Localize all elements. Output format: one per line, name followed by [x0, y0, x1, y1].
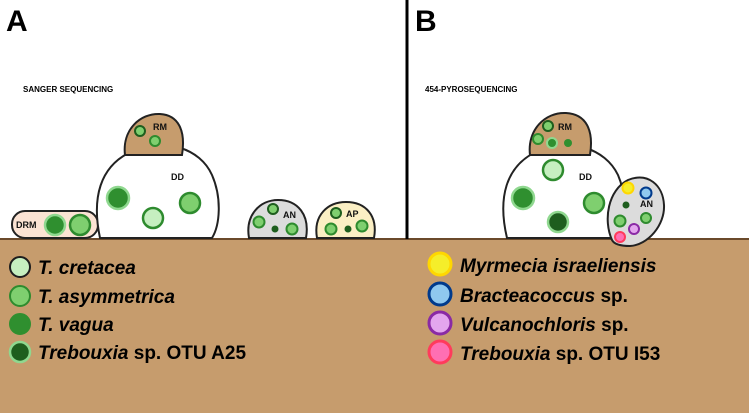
- cell-t-asymmetrica: [355, 219, 369, 233]
- rm-lichen-a: RM: [123, 112, 184, 156]
- rm-lichen-b: RM: [528, 111, 592, 156]
- svg-text:T. asymmetrica: T. asymmetrica: [38, 287, 175, 308]
- rm-label-a: RM: [153, 122, 167, 132]
- cell-trebouxia-a25: [330, 207, 342, 219]
- soil-ground: [0, 239, 749, 413]
- cell-t-asymmetrica: [640, 212, 652, 224]
- legend-swatch-myrmecia: [427, 251, 453, 277]
- legend-item: T. asymmetrica: [9, 285, 175, 308]
- legend-item: Vulcanochloris sp.: [427, 310, 629, 336]
- svg-text:T. cretacea: T. cretacea: [38, 258, 136, 279]
- cell-t-asymmetrica: [149, 135, 161, 147]
- an-label-a: AN: [283, 210, 296, 220]
- an-lichen-a: AN: [247, 198, 308, 239]
- svg-text:Trebouxia sp. OTU I53: Trebouxia sp. OTU I53: [460, 344, 660, 365]
- cell-t-asymmetrica: [324, 222, 338, 236]
- cell-t-asymmetrica: [542, 120, 554, 132]
- panel-b-letter: B: [415, 5, 437, 38]
- cell-t-vagua: [564, 139, 572, 147]
- ap-lichen-a: AP: [315, 200, 376, 239]
- svg-text:Bracteacoccus sp.: Bracteacoccus sp.: [460, 286, 628, 307]
- legend-left: T. cretacea T. asymmetrica T. vagua Treb…: [8, 256, 246, 364]
- cell-trebouxia-a25: [271, 225, 279, 233]
- dd-lichen-b: DD: [502, 144, 625, 239]
- legend-label: Trebouxia: [38, 343, 129, 364]
- panel-a-method: SANGER SEQUENCING: [23, 85, 113, 94]
- legend-swatch-trebouxia-i53: [427, 339, 453, 365]
- cell-t-vagua: [105, 185, 131, 211]
- an-label-b: AN: [640, 199, 653, 209]
- dd-label-b: DD: [579, 172, 592, 182]
- legend-item: T. vagua: [9, 313, 114, 336]
- legend-swatch-t-cretacea: [9, 256, 31, 278]
- legend-swatch-t-vagua: [9, 313, 31, 335]
- legend-label: T. asymmetrica: [38, 287, 175, 308]
- an-lichen-b: AN: [606, 176, 666, 248]
- legend-swatch-vulcanochloris: [427, 310, 453, 336]
- svg-text:Vulcanochloris sp.: Vulcanochloris sp.: [460, 315, 629, 336]
- legend-label: T. cretacea: [38, 258, 136, 279]
- legend-label: Myrmecia israeliensis: [460, 256, 656, 277]
- cell-t-asymmetrica: [532, 133, 544, 145]
- legend-label: Vulcanochloris: [460, 315, 596, 336]
- cell-trebouxia-a25: [622, 201, 630, 209]
- dd-label-a: DD: [171, 172, 184, 182]
- legend-swatch-bracteacoccus: [427, 281, 453, 307]
- cell-t-asymmetrica: [178, 191, 202, 215]
- cell-myrmecia: [621, 181, 635, 195]
- cell-t-asymmetrica: [134, 125, 146, 137]
- legend-right: Myrmecia israeliensis Bracteacoccus sp. …: [427, 251, 660, 365]
- panel-b-method: 454-PYROSEQUENCING: [425, 85, 517, 94]
- rm-label-b: RM: [558, 122, 572, 132]
- legend-swatch-t-asymmetrica: [9, 285, 31, 307]
- dd-lichen-a: DD: [95, 144, 220, 239]
- cell-trebouxia-a25: [344, 225, 352, 233]
- cell-trebouxia-a25: [267, 203, 279, 215]
- legend-item: Myrmecia israeliensis: [427, 251, 656, 277]
- cell-t-asymmetrica: [613, 214, 627, 228]
- ap-label-a: AP: [346, 209, 359, 219]
- cell-t-vagua: [510, 185, 536, 211]
- legend-label: Bracteacoccus: [460, 286, 595, 307]
- svg-text:T. vagua: T. vagua: [38, 315, 114, 336]
- legend-item: Trebouxia sp. OTU I53: [427, 339, 660, 365]
- legend-item: Bracteacoccus sp.: [427, 281, 628, 307]
- legend-label: T. vagua: [38, 315, 114, 336]
- drm-lichen: DRM: [11, 210, 99, 239]
- cell-trebouxia-a25: [546, 137, 558, 149]
- cell-t-cretacea: [141, 206, 165, 230]
- panel-a-letter: A: [6, 5, 28, 38]
- svg-text:Myrmecia israeliensis: Myrmecia israeliensis: [460, 256, 656, 277]
- cell-t-asymmetrica: [582, 191, 606, 215]
- cell-t-asymmetrica: [285, 222, 299, 236]
- legend-item: Trebouxia sp. OTU A25: [8, 340, 246, 364]
- legend-swatch-trebouxia-a25: [8, 340, 32, 364]
- cell-bracteacoccus: [639, 186, 653, 200]
- cell-t-cretacea: [541, 158, 565, 182]
- cell-trebouxia-i53: [614, 231, 626, 243]
- cell-t-asymmetrica: [252, 215, 266, 229]
- cell-vulcanochloris: [628, 223, 640, 235]
- svg-text:Trebouxia sp. OTU A25: Trebouxia sp. OTU A25: [38, 343, 246, 364]
- cell-trebouxia-a25: [546, 210, 570, 234]
- cell-t-vagua: [43, 213, 67, 237]
- drm-label: DRM: [16, 220, 37, 230]
- cell-t-asymmetrica: [68, 213, 92, 237]
- legend-item: T. cretacea: [9, 256, 136, 279]
- legend-label: Trebouxia: [460, 344, 551, 365]
